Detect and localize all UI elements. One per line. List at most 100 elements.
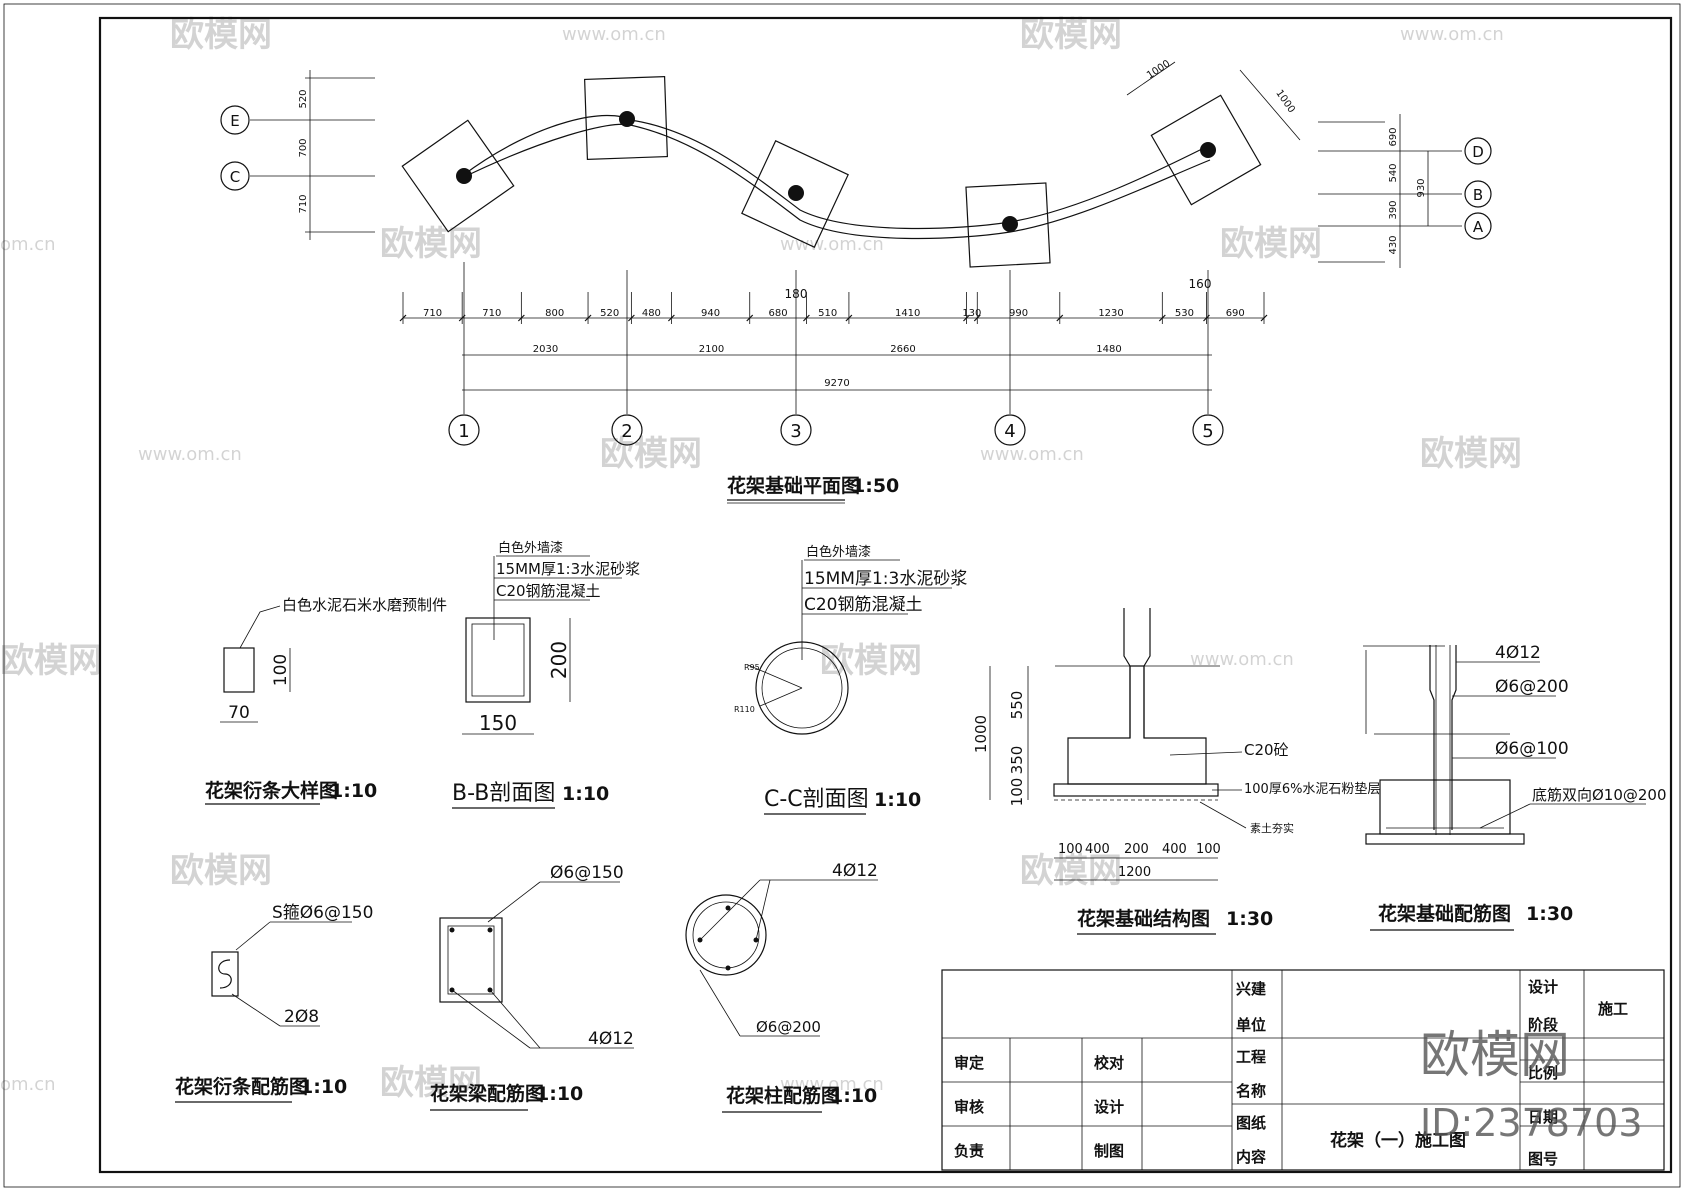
cc-r1: R95 (744, 663, 760, 672)
fs-h-4: 400 (1162, 842, 1187, 857)
footing-2 (584, 76, 668, 160)
bb-note-3: C20钢筋混凝土 (496, 582, 601, 600)
watermark-url: www.om.cn (780, 234, 884, 255)
dim-value: 800 (545, 308, 564, 319)
grid-label-b: B (1473, 186, 1483, 204)
grid-label-e: E (230, 112, 239, 130)
axis-label-1: 1 (458, 421, 469, 442)
dim-value: 2100 (699, 344, 724, 355)
dim-slash (584, 314, 592, 322)
tb-label-design: 设计 (1094, 1098, 1124, 1116)
leader-line (239, 605, 281, 649)
tb-unit-2: 单位 (1236, 1016, 1266, 1034)
dim-value: 2660 (890, 344, 915, 355)
leader-line (755, 879, 771, 941)
fs-h-1: 100 (1058, 842, 1083, 857)
br-note-2: 4Ø12 (588, 1029, 634, 1049)
cr-note-2: Ø6@200 (756, 1018, 821, 1036)
leader-line (235, 921, 271, 951)
dim-slash (845, 314, 853, 322)
column-5 (1200, 142, 1216, 158)
cr-title: 花架柱配筋图 (726, 1084, 840, 1107)
dim-value: 940 (701, 308, 720, 319)
dim-value: 990 (1009, 308, 1028, 319)
br-scale: 1:10 (536, 1083, 583, 1105)
tb-unit-5: 图纸 (1236, 1114, 1266, 1132)
grid-bubble-e (220, 105, 250, 135)
grid-label-c: C (230, 168, 240, 186)
dim-slash (746, 314, 754, 322)
footing-5 (1150, 94, 1262, 206)
rebar-dot (725, 905, 731, 911)
tb-label-check: 校对 (1094, 1054, 1124, 1072)
rebar-dot (725, 965, 731, 971)
tb-unit-4: 名称 (1236, 1082, 1266, 1100)
purlin-rect (223, 647, 255, 693)
bb-title: B-B剖面图 (452, 781, 555, 806)
purlin-scale: 1:10 (330, 780, 377, 802)
column-right-edge (1451, 645, 1457, 830)
axis-label-3: 3 (790, 421, 801, 442)
leader-line (451, 989, 531, 1049)
cc-r2: R110 (734, 705, 755, 714)
column-1 (456, 168, 472, 184)
fs-dim-total: 1000 (972, 715, 990, 753)
tb-stage-value: 施工 (1598, 1000, 1628, 1018)
footing-3 (741, 140, 849, 248)
grid-label-d: D (1472, 143, 1484, 161)
dim-value: 1410 (895, 308, 920, 319)
watermark-brand-large: 欧模网 (1420, 1026, 1570, 1084)
dim-slash (1260, 314, 1268, 322)
dim-value: 1480 (1096, 344, 1121, 355)
leader-line (487, 881, 541, 923)
tb-right-1: 设计 (1528, 978, 1558, 996)
cc-section: 白色外墙漆 15MM厚1:3水泥砂浆 C20钢筋混凝土 R95 R110 C-C… (734, 544, 967, 815)
sheet-edge (3, 3, 1681, 1188)
purlin-note: 白色水泥石米水磨预制件 (282, 596, 447, 614)
grid-bubble-b (1464, 180, 1492, 208)
fr-scale: 1:30 (1526, 903, 1573, 925)
left-dim-1: 520 (298, 89, 309, 108)
fr-note-3: Ø6@100 (1495, 739, 1569, 759)
dim-value: 520 (600, 308, 619, 319)
tb-unit-1: 兴建 (1236, 980, 1267, 998)
left-dim-2: 700 (298, 138, 309, 157)
dim-value: 710 (423, 308, 442, 319)
fs-note-1: C20砼 (1244, 741, 1289, 759)
square-dim-2: 1000 (1273, 88, 1297, 115)
fs-dim-550: 550 (1008, 691, 1026, 720)
tb-label-draw: 制图 (1094, 1142, 1124, 1160)
drawing-border (98, 16, 1673, 1174)
watermark-brand: 欧模网 (0, 641, 102, 681)
fr-note-4: 底筋双向Ø10@200 (1532, 786, 1667, 804)
cc-title: C-C剖面图 (764, 787, 869, 812)
tb-label-review: 审核 (954, 1098, 984, 1116)
dim-value: 480 (642, 308, 661, 319)
id-watermark: 欧模网 ID:2378703 (1420, 1026, 1643, 1145)
row1-extra-160: 160 (1189, 277, 1212, 291)
dim-slash (973, 314, 981, 322)
watermark-brand: 欧模网 (600, 434, 702, 474)
dim-value: 130 (962, 308, 981, 319)
watermark-url: www.om.cn (980, 444, 1084, 465)
bb-note-2: 15MM厚1:3水泥砂浆 (496, 560, 640, 578)
rebar-dot (449, 927, 455, 933)
pr-note-2: 2Ø8 (284, 1007, 319, 1027)
foundation-rebar: 4Ø12 Ø6@200 Ø6@100 底筋双向Ø10@200 花架基础配筋图 1… (1363, 643, 1667, 931)
fs-title: 花架基础结构图 (1077, 907, 1210, 930)
fs-note-2: 100厚6%水泥石粉垫层 (1244, 781, 1380, 797)
bb-concrete (471, 623, 525, 697)
dim-value: 680 (769, 308, 788, 319)
beam-rebar: Ø6@150 4Ø12 花架梁配筋图 1:10 (430, 863, 634, 1111)
pr-note-1: S箍Ø6@150 (272, 903, 373, 923)
watermarks: 欧模网 www.om.cn 欧模网 www.om.cn om.cn 欧模网 ww… (0, 15, 1522, 1103)
grid-label-a: A (1473, 218, 1484, 236)
leader-line (699, 879, 761, 941)
fs-note-3: 素土夯实 (1250, 821, 1294, 835)
purlin-detail: 白色水泥石米水磨预制件 100 70 花架衍条大样图 1:10 (205, 596, 447, 805)
column-4 (1002, 216, 1018, 232)
dim-row-2-texts: 2030 2100 2660 1480 (533, 344, 1122, 355)
pr-scale: 1:10 (300, 1076, 347, 1098)
dim-value: 2030 (533, 344, 558, 355)
bb-height: 200 (547, 641, 571, 679)
